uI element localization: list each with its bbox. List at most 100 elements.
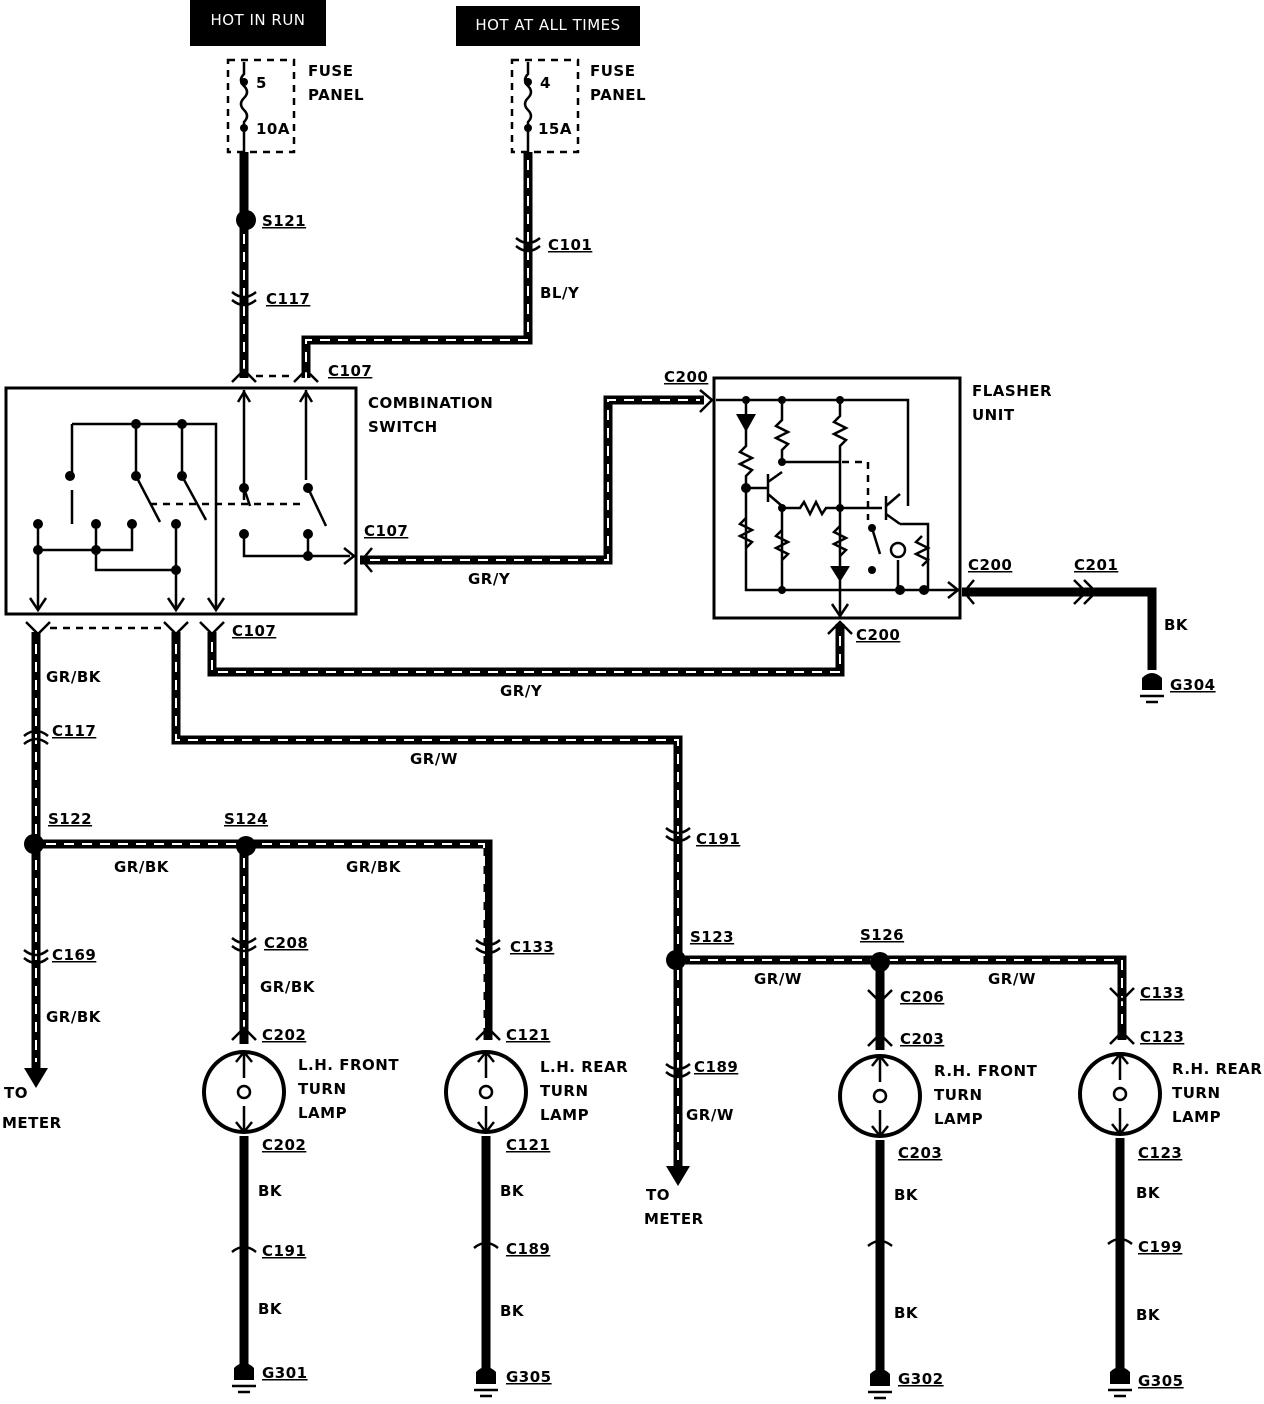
flasher-unit-internals — [716, 396, 961, 619]
splice-label: S122 — [48, 810, 92, 828]
connector-c123-top — [1109, 1030, 1135, 1045]
connector-label: C107 — [232, 622, 276, 640]
connector-c200-in — [699, 389, 714, 413]
connector-c107-bottom — [25, 621, 225, 636]
fuse-panel-5: 5 10A FUSE PANEL — [226, 58, 364, 154]
wire-color-label: BK — [894, 1186, 919, 1204]
wire-color-label: GR/BK — [114, 858, 170, 876]
to-meter-label: METER — [644, 1210, 704, 1228]
connector-c203-top — [867, 1032, 893, 1047]
feed-wires — [239, 152, 533, 378]
wire-color-label: BK — [500, 1302, 525, 1320]
lamp-label: LAMP — [934, 1110, 983, 1128]
fuse-panel-label: PANEL — [308, 86, 364, 104]
rh-front-turn-lamp — [838, 1053, 922, 1139]
connector-c107-top — [231, 368, 319, 383]
combination-switch-internals — [28, 389, 357, 613]
hot-in-run-header-box — [190, 0, 326, 46]
wire-color-label: GR/W — [754, 970, 802, 988]
fuse-4-number: 4 — [540, 74, 551, 92]
connector-label: C203 — [900, 1030, 944, 1048]
wire-color-label: BK — [1136, 1184, 1161, 1202]
ground-label: G301 — [262, 1364, 308, 1382]
connector-label: C202 — [262, 1026, 306, 1044]
connector-label: C189 — [694, 1058, 738, 1076]
connector-label: C206 — [900, 988, 944, 1006]
splice-label: S126 — [860, 926, 904, 944]
splice-s121 — [236, 210, 256, 230]
connector-c206 — [867, 989, 893, 1004]
arrow-to-meter — [666, 1166, 690, 1186]
connector-label: C123 — [1138, 1144, 1182, 1162]
wire-color-label: BK — [1164, 616, 1189, 634]
connector-label: C107 — [364, 522, 408, 540]
to-meter-label: TO — [646, 1186, 670, 1204]
combination-switch-label: SWITCH — [368, 418, 438, 436]
connector-label: C121 — [506, 1136, 550, 1154]
wire-gr-bk-branch — [34, 839, 493, 1040]
ground-symbol — [868, 1369, 892, 1400]
rh-rear-turn-lamp — [1078, 1051, 1162, 1137]
ground-symbol — [474, 1367, 498, 1398]
fuse-panel-label: FUSE — [590, 62, 635, 80]
lamp-label: TURN — [540, 1082, 589, 1100]
connector-label: C101 — [548, 236, 592, 254]
flasher-unit-label: FLASHER — [972, 382, 1052, 400]
ground-symbol — [1108, 1367, 1132, 1398]
lamp-label: R.H. FRONT — [934, 1062, 1038, 1080]
wire-bk-flasher-ground — [962, 587, 1157, 670]
splice-label: S124 — [224, 810, 268, 828]
connector-label: C133 — [510, 938, 554, 956]
connector-c200-out — [962, 579, 975, 605]
connector-c121-top — [475, 1026, 501, 1041]
fuse-5-rating: 10A — [256, 120, 290, 138]
wire-color-label: BK — [1136, 1306, 1161, 1324]
lamp-label: TURN — [934, 1086, 983, 1104]
hot-at-all-times-header-box — [456, 6, 640, 46]
lamp-label: LAMP — [540, 1106, 589, 1124]
to-meter-label: TO — [4, 1084, 28, 1102]
connector-c208 — [231, 937, 257, 953]
connector-c189-mid — [665, 1063, 691, 1079]
connector-label: C189 — [506, 1240, 550, 1258]
connector-label: C203 — [898, 1144, 942, 1162]
connector-c191-mid — [665, 827, 691, 843]
combination-switch-box — [4, 386, 358, 616]
fuse-4-rating: 15A — [538, 120, 572, 138]
connector-label: C200 — [856, 626, 900, 644]
lamp-label: LAMP — [1172, 1108, 1221, 1126]
splice-label: S121 — [262, 212, 306, 230]
lamp-label: TURN — [1172, 1084, 1221, 1102]
wire-color-label: GR/BK — [346, 858, 402, 876]
connector-label: C199 — [1138, 1238, 1182, 1256]
fuse-panel-4: 4 15A FUSE PANEL — [510, 58, 646, 154]
connector-c202-top — [231, 1026, 257, 1041]
lamp-label: L.H. REAR — [540, 1058, 628, 1076]
wire-color-label: GR/BK — [46, 1008, 102, 1026]
to-meter-label: METER — [2, 1114, 62, 1132]
lamp-label: L.H. FRONT — [298, 1056, 399, 1074]
connector-c101 — [515, 237, 541, 253]
wire-gr-w-main — [171, 632, 683, 1170]
wire-color-label: GR/W — [686, 1106, 734, 1124]
connector-c117-top — [231, 291, 257, 307]
ground-symbol — [1140, 673, 1164, 704]
connector-label: C191 — [696, 830, 740, 848]
hot-at-all-times-header: HOT AT ALL TIMES — [475, 16, 620, 34]
connector-label: C121 — [506, 1026, 550, 1044]
wire-color-label: BK — [258, 1182, 283, 1200]
connector-c117-left — [23, 729, 49, 745]
connector-label: C208 — [264, 934, 308, 952]
connector-label: C191 — [262, 1242, 306, 1260]
combination-switch-label: COMBINATION — [368, 394, 493, 412]
connector-label: C107 — [328, 362, 372, 380]
wire-gr-w-right — [676, 955, 1127, 1040]
connector-label: C202 — [262, 1136, 306, 1154]
connector-label: C133 — [1140, 984, 1184, 1002]
lamp-label: TURN — [298, 1080, 347, 1098]
connector-label: C117 — [266, 290, 310, 308]
splice-label: S123 — [690, 928, 734, 946]
lamp-label: R.H. REAR — [1172, 1060, 1262, 1078]
wire-color-label: BK — [500, 1182, 525, 1200]
